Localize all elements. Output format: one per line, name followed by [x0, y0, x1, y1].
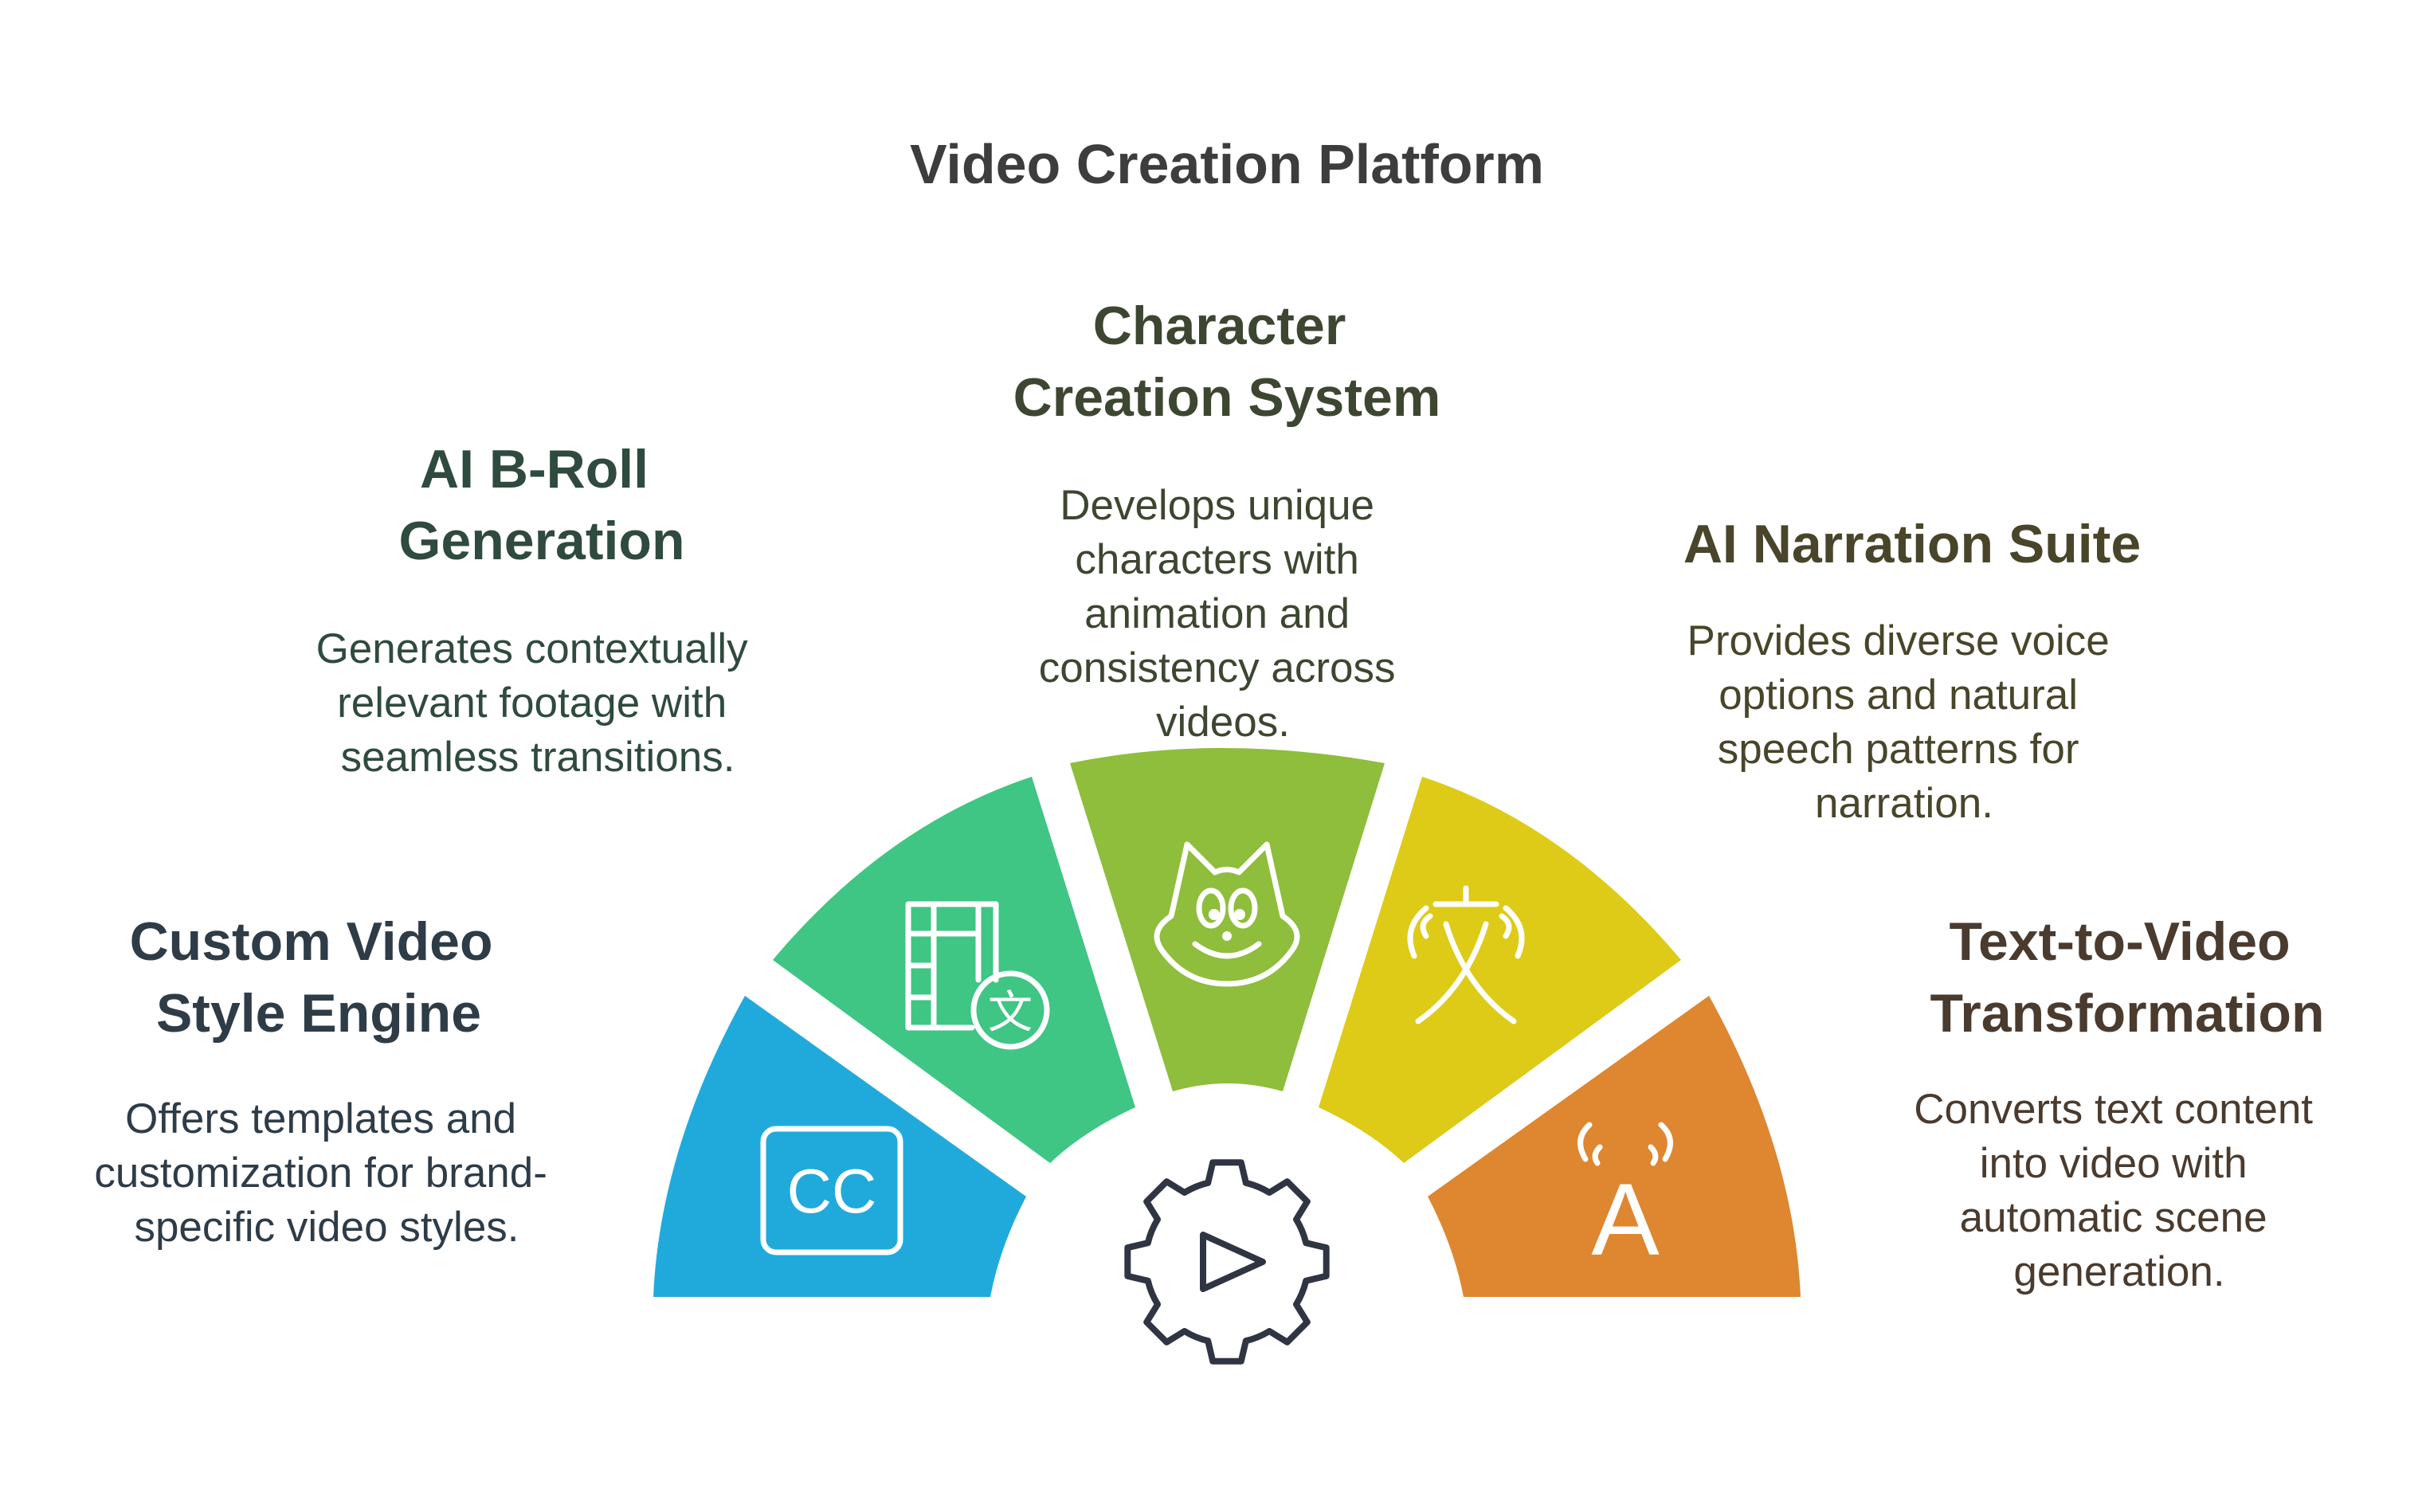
translate-glyph: 文	[988, 987, 1033, 1039]
segment-custom-video-style	[653, 996, 1026, 1297]
cc-label: CC	[787, 1156, 877, 1226]
description-ai-narration: Provides diverse voice options and natur…	[1687, 617, 2122, 827]
segment-text-to-video	[1428, 996, 1801, 1297]
segment-character-creation	[1070, 748, 1385, 1091]
ring-segments	[653, 748, 1801, 1297]
voice-translate-icon	[1407, 885, 1525, 1024]
segment-ai-narration	[1319, 777, 1681, 1163]
heading-ai-narration: AI Narration Suite	[1683, 514, 2141, 574]
heading-text-to-video: Text-to-Video Transformation	[1930, 911, 2325, 1044]
heading-ai-broll: AI B-Roll Generation	[399, 439, 685, 571]
a-label: A	[1591, 1163, 1660, 1277]
description-character-creation: Develops unique characters with animatio…	[1039, 482, 1407, 746]
heading-custom-video-style: Custom Video Style Engine	[130, 911, 508, 1044]
description-ai-broll: Generates contextually relevant footage …	[316, 625, 760, 781]
segment-ai-broll	[773, 777, 1135, 1163]
gear-play-icon	[1124, 1159, 1330, 1365]
heading-character-creation: Character Creation System	[1013, 296, 1441, 428]
description-text-to-video: Converts text content into video with au…	[1914, 1086, 2325, 1295]
text-to-speech-icon: A	[1577, 1122, 1673, 1277]
film-translate-icon: 文	[905, 901, 1050, 1050]
closed-captions-icon: CC	[760, 1126, 903, 1255]
cartoon-cat-icon	[1154, 841, 1300, 987]
description-custom-video-style: Offers templates and customization for b…	[94, 1095, 558, 1251]
diagram-title: Video Creation Platform	[910, 133, 1544, 195]
labels: Custom Video Style Engine Offers templat…	[94, 296, 2324, 1295]
